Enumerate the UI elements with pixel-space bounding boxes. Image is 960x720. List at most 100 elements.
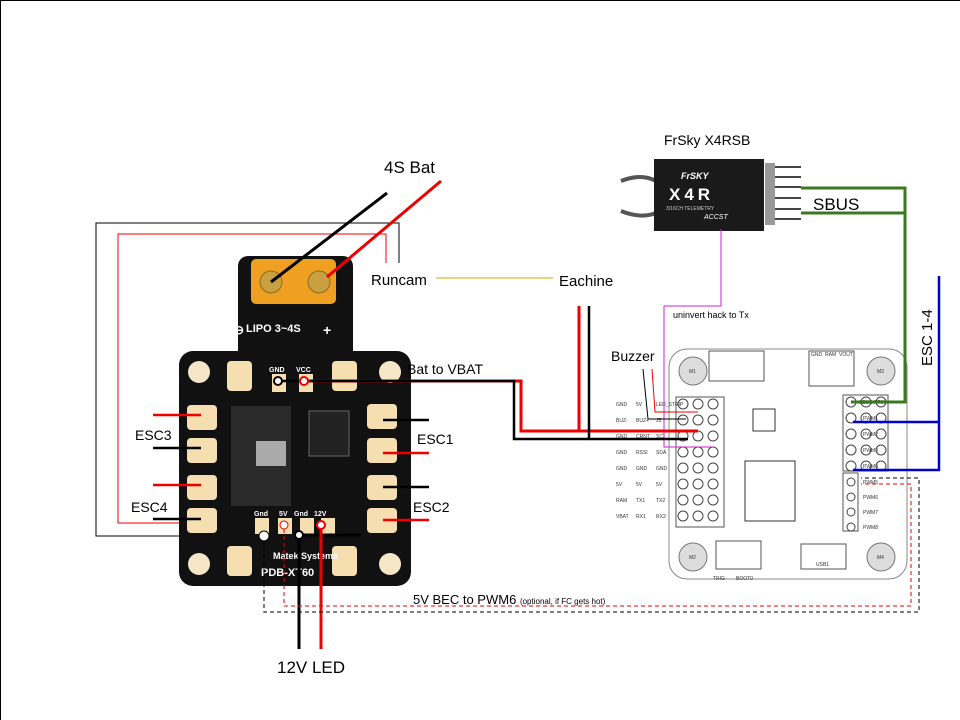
fc-pin-label: 5V	[636, 402, 643, 408]
fc-pin-label: BUZ+	[636, 418, 649, 424]
pdb-pad-5v: 5V	[279, 511, 288, 518]
fc-pin-label: TX2	[656, 498, 665, 504]
pdb-brand: Matek Systems	[273, 551, 338, 561]
buzzer-label: Buzzer	[611, 348, 655, 364]
fc-pin-label: VBAT	[616, 514, 629, 520]
fc-pin-label: RX1	[636, 514, 646, 520]
pdb-board: LIPO 3~4S ⊖ + GND VCC Gnd 5V Gnd 12V Mat…	[179, 256, 411, 586]
buzzer-red-wire	[651, 368, 698, 413]
fc-pin-hole	[707, 414, 719, 426]
fc-pin-hole	[846, 507, 856, 517]
receiver-accst-logo: ACCST	[703, 214, 728, 221]
fc-pin-label: CRNT	[636, 434, 650, 440]
battery-label: 4S Bat	[384, 158, 435, 177]
fc-pin-hole	[677, 462, 689, 474]
fc-pin-hole	[692, 510, 704, 522]
fc-pin-label: BUZ-	[616, 418, 628, 424]
receiver: FrSKY X4R 3/16CH TELEMETRY ACCST	[620, 159, 801, 231]
fc-pwm-label: PWM1	[863, 416, 878, 422]
sbus-wire	[801, 186, 907, 404]
fc-top-pin: VOUT	[839, 352, 853, 358]
svg-text:+: +	[323, 322, 331, 338]
fc-boot-label: BOOT0	[736, 576, 753, 582]
fc-pin-hole	[677, 510, 689, 522]
fc-pin-hole	[692, 494, 704, 506]
fc-pwm-label: PWM8	[863, 525, 878, 531]
receiver-model-logo: X4R	[669, 185, 714, 204]
fc-pin-label: TX1	[636, 498, 645, 504]
fc-pin-hole	[845, 460, 857, 472]
fc-pin-hole	[707, 494, 719, 506]
fc-pin-label: LED_STRIP	[656, 402, 684, 408]
fc-pin-hole	[845, 428, 857, 440]
fc-pwm-label: PWM4	[863, 464, 878, 470]
esc14-label: ESC 1-4	[919, 309, 936, 366]
bec-label: 5V BEC to PWM6 (optional, if FC gets hot…	[413, 592, 606, 607]
buzzer-black-wire	[642, 368, 686, 420]
fc-pin-label: GND	[656, 466, 668, 472]
fc-pin-hole	[707, 430, 719, 442]
esc4-label: ESC4	[131, 499, 168, 515]
runcam-label: Runcam	[371, 272, 427, 289]
fc-pin-hole	[846, 522, 856, 532]
fc-pin-label: GND	[616, 402, 628, 408]
fc-pin-label: 5V	[636, 482, 643, 488]
pdb-pad-gnd1: Gnd	[254, 511, 268, 518]
fc-pin-hole	[707, 462, 719, 474]
fc-pin-label: GND	[616, 434, 628, 440]
fc-pin-hole	[677, 414, 689, 426]
fc-pin-label: RX2	[656, 514, 666, 520]
esc1-label: ESC1	[417, 431, 454, 447]
pdb-pad-12v: 12V	[314, 511, 327, 518]
fc-pin-label: GND	[616, 450, 628, 456]
fc-pin-label: J5	[656, 418, 662, 424]
fc-pin-label: RSSI	[636, 450, 648, 456]
fc-pin-hole	[860, 428, 872, 440]
fc-pin-hole	[860, 444, 872, 456]
fc-pin-label: 5V	[656, 482, 663, 488]
pdb-gnd-label: GND	[269, 367, 285, 374]
fc-pin-hole	[692, 462, 704, 474]
fc-pin-label: GND	[616, 466, 628, 472]
receiver-brand-logo: FrSKY	[681, 171, 710, 181]
fc-pin-hole	[707, 510, 719, 522]
fc-pwm-label: PWM3	[863, 448, 878, 454]
pdb-vcc-label: VCC	[296, 367, 311, 374]
svg-text:⊖: ⊖	[234, 323, 244, 337]
fc-pin-label: RAM	[616, 498, 627, 504]
fc-top-pin: RAM	[825, 352, 836, 358]
fc-pin-label: 5V	[616, 482, 623, 488]
fc-pin-hole	[707, 478, 719, 490]
sbus-label: SBUS	[813, 195, 859, 214]
pdb-lipo-label: LIPO 3~4S	[246, 323, 301, 335]
fc-pin-hole	[677, 398, 689, 410]
tx-uninvert-wire	[663, 229, 722, 448]
eachine-label: Eachine	[559, 273, 613, 290]
fc-pin-hole	[845, 412, 857, 424]
receiver-label: FrSky X4RSB	[664, 132, 750, 148]
fc-pin-hole	[846, 492, 856, 502]
bat-vbat-label: Bat to VBAT	[407, 361, 483, 377]
battery-gnd-wire	[270, 191, 388, 284]
bec-label-note: (optional, if FC gets hot)	[520, 597, 606, 606]
esc-leads	[153, 413, 429, 522]
fc-pin-hole	[677, 478, 689, 490]
pdb-pad-gnd2: Gnd	[294, 511, 308, 518]
fc-pin-hole	[846, 477, 856, 487]
fc-pwm-label: PWM7	[863, 510, 878, 516]
esc2-label: ESC2	[413, 499, 450, 515]
fc-pwm-label: PWM5	[863, 480, 878, 486]
receiver-sub-logo: 3/16CH TELEMETRY	[666, 206, 715, 212]
fc-pwm-label: PWM6	[863, 495, 878, 501]
fc-pwm-label: PWM2	[863, 432, 878, 438]
mount-m4: M4	[877, 555, 884, 561]
led-label: 12V LED	[277, 658, 345, 677]
fc-usb-label: USB1	[816, 562, 829, 568]
pdb-model: PDB-XT60	[261, 567, 314, 579]
esc-signal-wire	[853, 276, 941, 472]
bec-label-main: 5V BEC to PWM6	[413, 592, 516, 607]
uninvert-label: uninvert hack to Tx	[673, 310, 749, 320]
